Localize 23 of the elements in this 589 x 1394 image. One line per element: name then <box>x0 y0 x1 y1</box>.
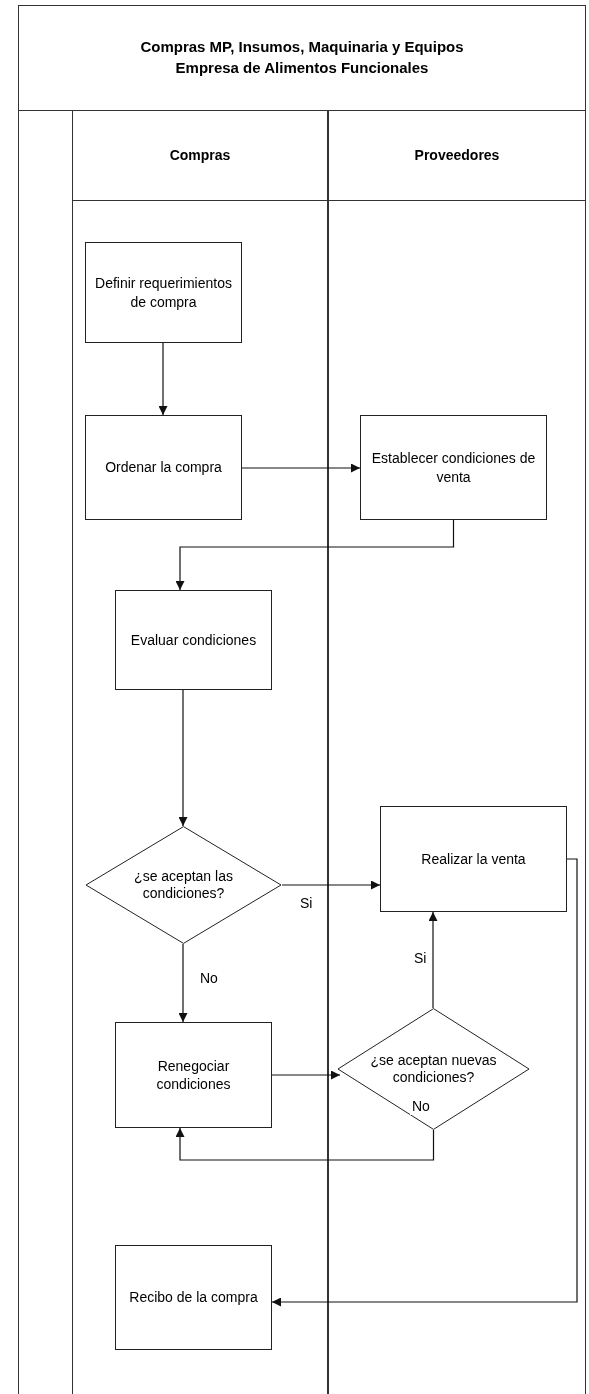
process-box: Ordenar la compra <box>85 415 242 520</box>
arrow <box>175 519 455 591</box>
arrow <box>241 463 361 473</box>
lane-header: Compras <box>168 146 232 165</box>
arrow <box>178 943 188 1023</box>
arrow <box>271 1070 341 1080</box>
arrow <box>271 858 578 1307</box>
arrow <box>158 342 168 416</box>
arrow <box>281 880 381 890</box>
lane-header: Proveedores <box>413 146 501 165</box>
process-box: Recibo de la compra <box>115 1245 272 1350</box>
edge-label: No <box>410 1098 432 1115</box>
title: Compras MP, Insumos, Maquinaria y Equipos Empresa de Alimentos Funcionales <box>139 37 465 78</box>
process-box: Evaluar condiciones <box>115 590 272 690</box>
decision-diamond: ¿se aceptan las condiciones? <box>85 826 282 944</box>
process-box: Establecer condiciones de venta <box>360 415 547 520</box>
process-box: Definir requerimientos de compra <box>85 242 242 343</box>
arrow <box>178 689 188 827</box>
process-box: Renegociar condiciones <box>115 1022 272 1128</box>
arrow <box>175 1127 435 1161</box>
swimlane <box>72 110 328 1394</box>
process-box: Realizar la venta <box>380 806 567 912</box>
arrow <box>428 911 438 1009</box>
